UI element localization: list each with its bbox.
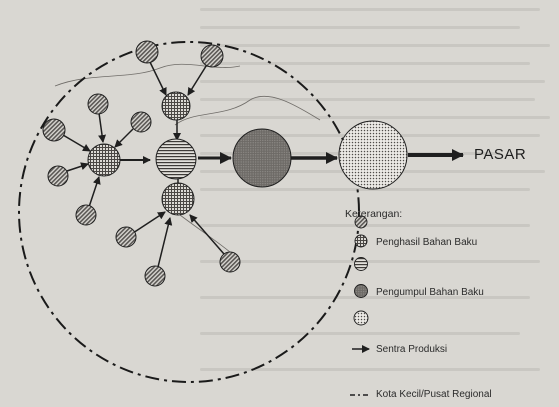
legend-symbol-sentra-lines xyxy=(354,257,368,271)
flow-arrow xyxy=(62,134,91,152)
penghasil-node xyxy=(219,251,241,273)
legend-label-sentra: Sentra Produksi xyxy=(376,344,448,355)
flow-arrow xyxy=(189,214,225,255)
flow-arrow xyxy=(187,62,209,96)
region-boundary-line xyxy=(179,214,231,253)
flow-arrow xyxy=(66,162,89,172)
penghasil-node xyxy=(115,226,137,248)
flow-arrow xyxy=(148,59,167,96)
penghasil-node xyxy=(144,265,166,287)
legend-title: Keterangan: xyxy=(345,208,403,220)
penghasil-node xyxy=(75,204,97,226)
legend-symbol-penghasil xyxy=(354,215,368,229)
penghasil-node xyxy=(47,165,69,187)
pasar-label: PASAR xyxy=(474,146,527,163)
penghasil-node xyxy=(42,118,66,142)
penghasil-node xyxy=(135,40,159,64)
regional-boundary-circle xyxy=(18,41,360,383)
legend-label-pengumpul: Pengumpul Bahan Baku xyxy=(376,287,484,298)
pengumpul-node xyxy=(161,182,195,216)
flow-arrow xyxy=(88,176,101,208)
penghasil-node xyxy=(87,93,109,115)
legend-label-kota: Kota Kecil/Pusat Regional xyxy=(376,389,492,400)
sentra-produksi-node xyxy=(155,138,197,180)
region-boundary-line xyxy=(54,63,241,87)
penghasil-node xyxy=(200,44,224,68)
pengumpul-node xyxy=(87,143,121,177)
flow-arrow xyxy=(132,211,166,234)
legend-symbol-pasar-dots xyxy=(353,310,369,326)
flow-arrow xyxy=(157,217,173,268)
flow-arrow xyxy=(98,112,107,143)
legend-label-penghasil: Penghasil Bahan Baku xyxy=(376,237,478,248)
penghasil-node xyxy=(130,111,152,133)
kota-kecil-node xyxy=(232,128,292,188)
flow-arrow xyxy=(114,128,134,148)
legend-symbol-kota-dense xyxy=(354,284,368,298)
region-boundary-line xyxy=(174,95,321,126)
legend-symbol-pengumpul-grid xyxy=(354,234,368,248)
pasar-node xyxy=(338,120,408,190)
pengumpul-node xyxy=(161,91,191,121)
